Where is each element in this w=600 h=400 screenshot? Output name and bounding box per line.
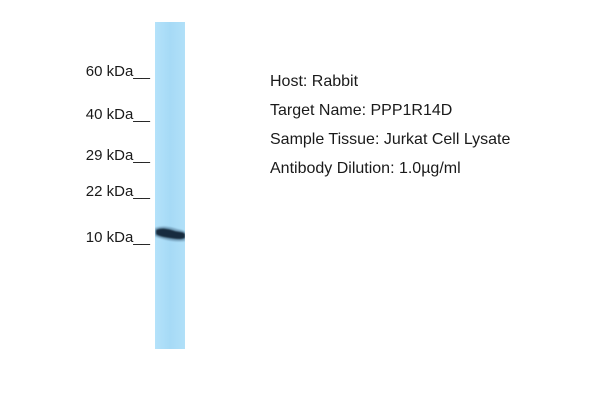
sample-tissue-label: Sample Tissue: Jurkat Cell Lysate (270, 131, 511, 148)
marker-60-kda: 60 kDa__ (85, 63, 150, 80)
marker-29-kda: 29 kDa__ (85, 147, 150, 164)
protein-band-halo (155, 226, 185, 242)
target-name-label: Target Name: PPP1R14D (270, 102, 453, 119)
lane-background (155, 22, 185, 349)
antibody-dilution-label: Antibody Dilution: 1.0µg/ml (270, 160, 461, 177)
marker-22-kda: 22 kDa__ (85, 183, 150, 200)
host-label: Host: Rabbit (270, 73, 359, 90)
western-blot-lane (155, 22, 185, 349)
marker-40-kda: 40 kDa__ (85, 106, 150, 123)
marker-10-kda: 10 kDa__ (85, 229, 150, 246)
